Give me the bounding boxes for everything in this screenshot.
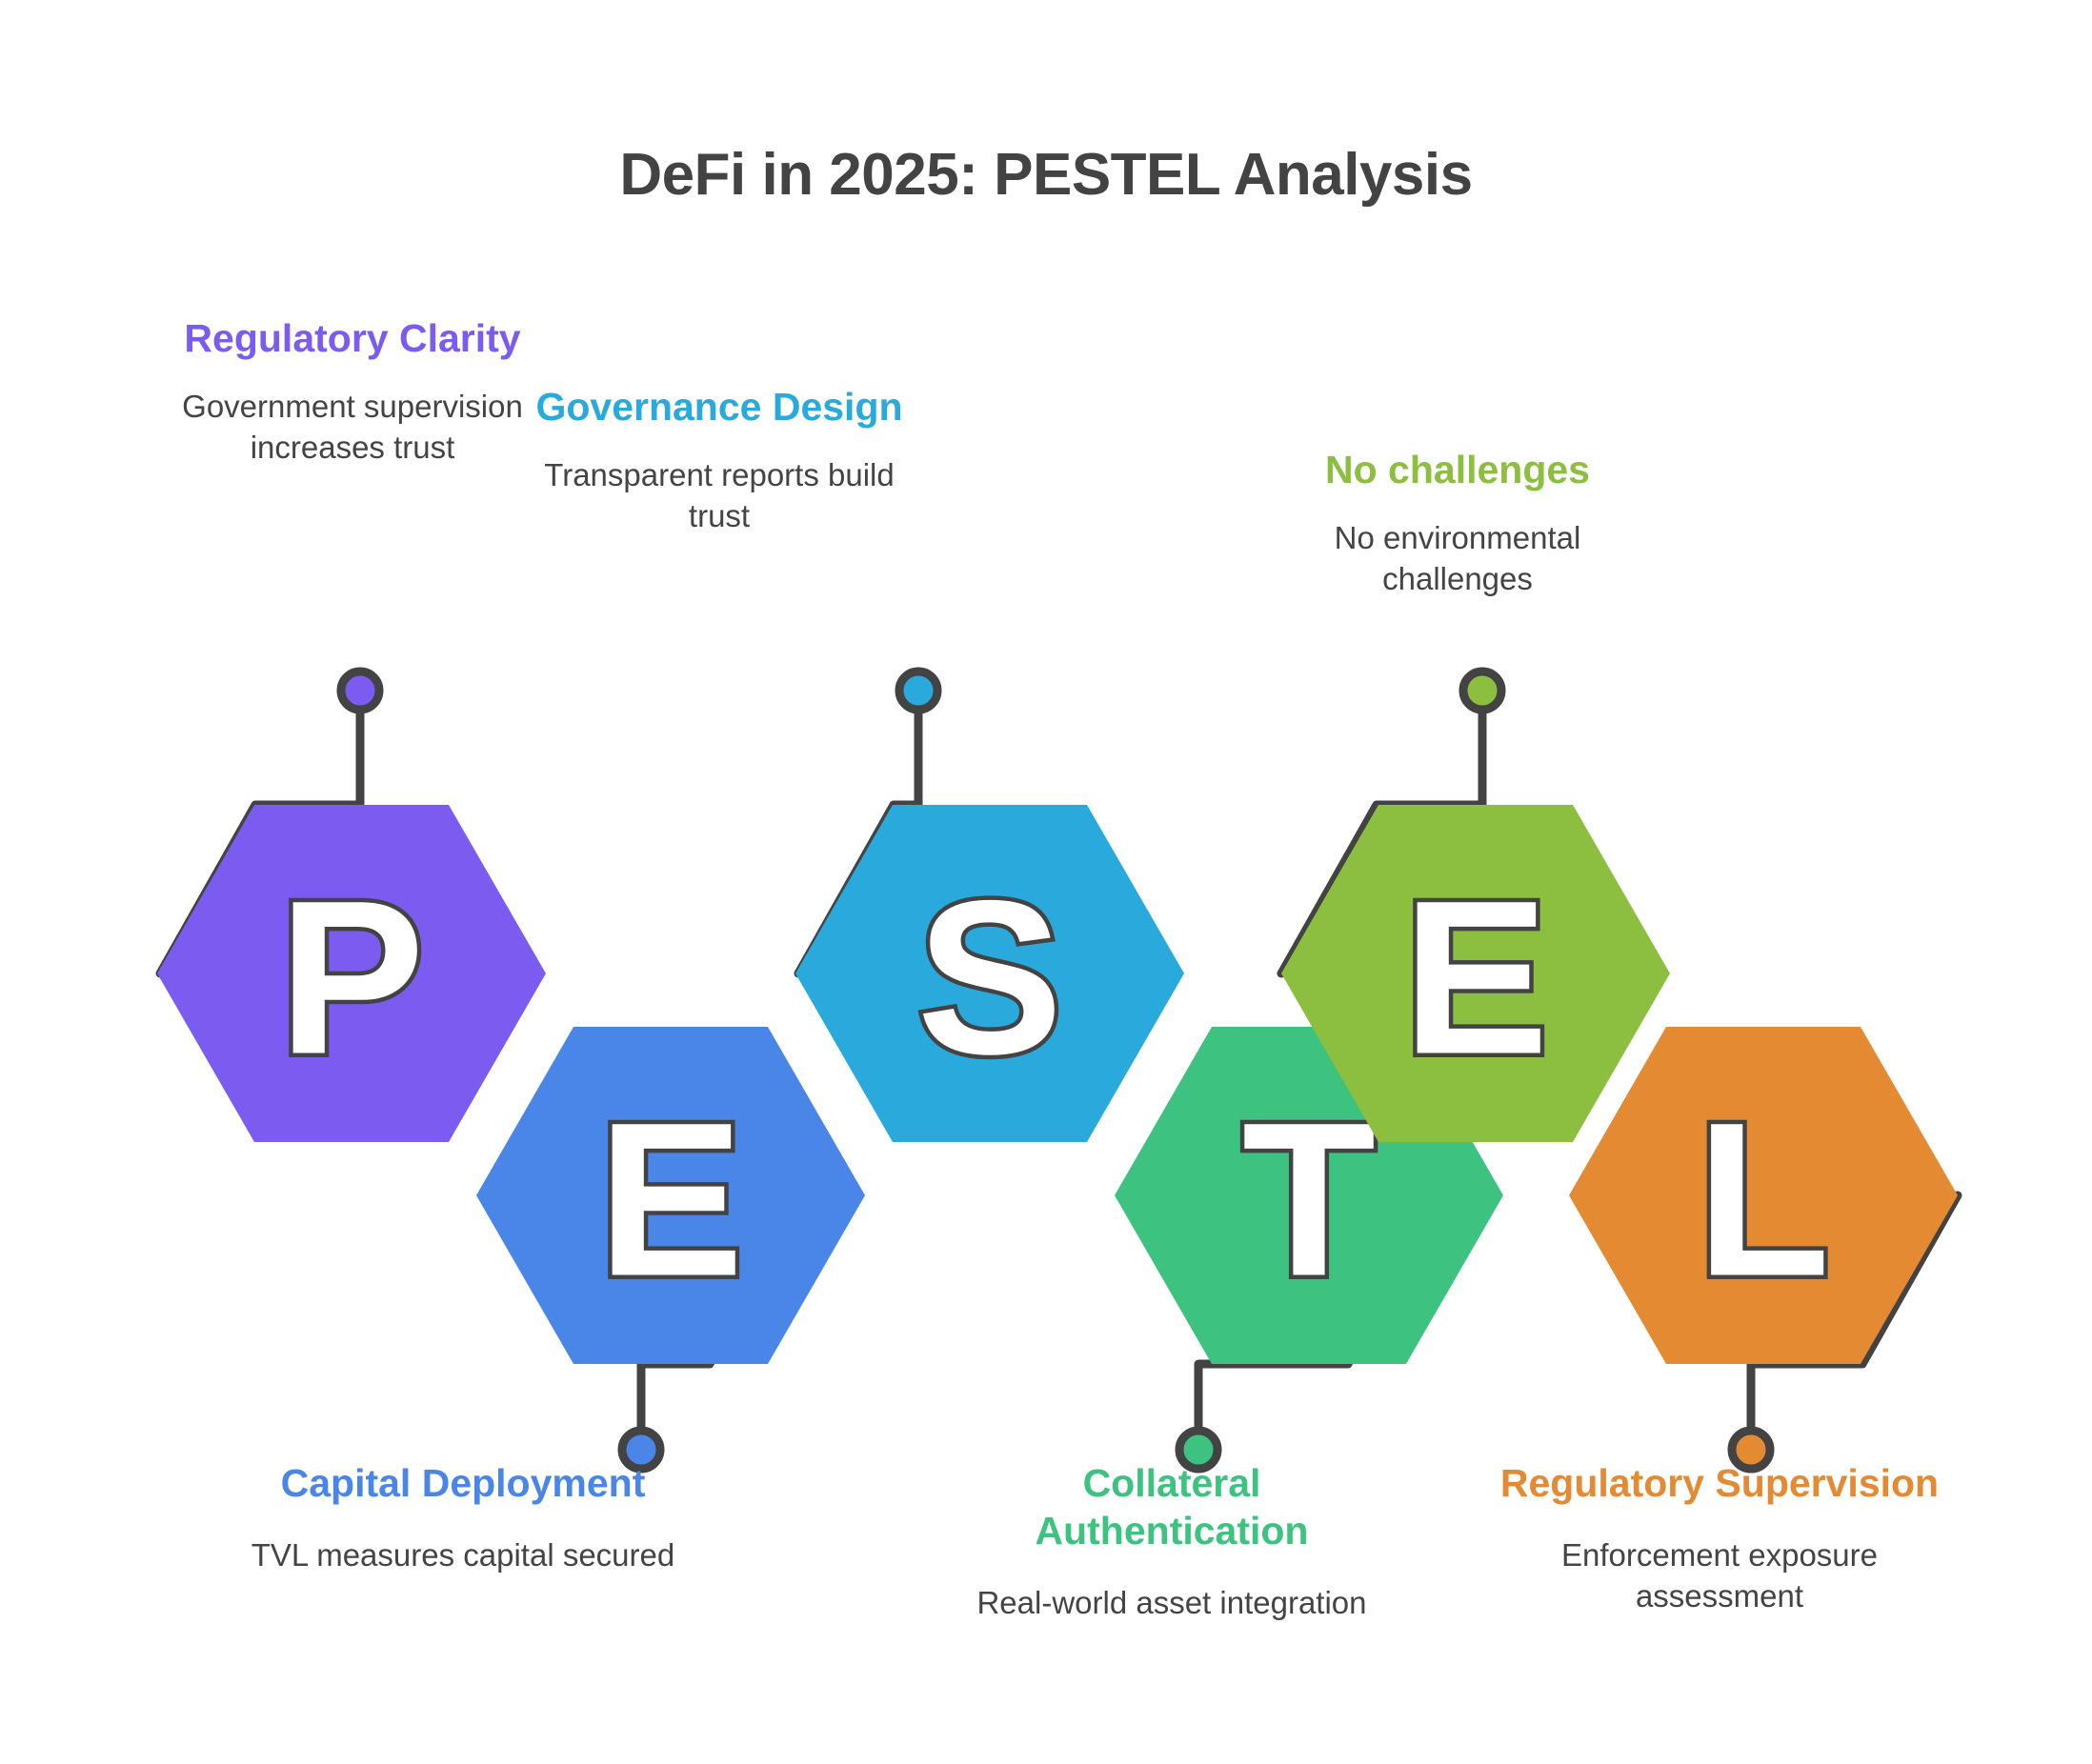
page-title: DeFi in 2025: PESTEL Analysis bbox=[619, 142, 1473, 208]
hexagon-legal[interactable]: L bbox=[1569, 1027, 1958, 1364]
label-description-economic: TVL measures capital secured bbox=[251, 1537, 675, 1574]
hexagon-political-shape bbox=[157, 805, 546, 1142]
connector-dots bbox=[336, 667, 1775, 1473]
label-group-environmental: No challenges No environmental challenge… bbox=[1257, 446, 1658, 600]
label-group-legal: Regulatory Supervision Enforcement expos… bbox=[1496, 1459, 1943, 1617]
hexagon-environmental[interactable]: E bbox=[1281, 805, 1670, 1142]
hexagon-letter-environmental: E bbox=[1402, 855, 1548, 1100]
label-heading-legal: Regulatory Supervision bbox=[1499, 1461, 1940, 1505]
hexagon-economic[interactable]: E bbox=[476, 1027, 865, 1364]
dot-economic[interactable] bbox=[617, 1426, 665, 1473]
dot-legal[interactable] bbox=[1727, 1426, 1775, 1473]
label-description-legal: Enforcement exposure assessment bbox=[1560, 1537, 1878, 1614]
hexagon-legal-shape bbox=[1569, 1027, 1958, 1364]
hexagon-letter-social: S bbox=[916, 855, 1062, 1100]
label-group-economic: Capital Deployment TVL measures capital … bbox=[244, 1459, 682, 1576]
label-group-technological: Collateral Authentication Real-world ass… bbox=[962, 1459, 1381, 1624]
dot-environmental[interactable] bbox=[1458, 667, 1506, 714]
label-group-social: Governance Design Transparent reports bu… bbox=[514, 383, 924, 537]
label-heading-economic: Capital Deployment bbox=[280, 1461, 646, 1505]
label-heading-environmental: No challenges bbox=[1325, 448, 1590, 491]
hexagon-social-shape bbox=[795, 805, 1184, 1142]
hexagon-letter-economic: E bbox=[597, 1077, 743, 1322]
hexagon-letter-technological: T bbox=[1242, 1077, 1377, 1322]
label-description-political: Government supervision increases trust bbox=[182, 389, 523, 465]
dot-social[interactable] bbox=[895, 667, 942, 714]
label-description-technological: Real-world asset integration bbox=[976, 1585, 1367, 1621]
hexagon-economic-shape bbox=[476, 1027, 865, 1364]
label-description-social: Transparent reports build trust bbox=[544, 457, 895, 533]
dot-political[interactable] bbox=[336, 667, 384, 714]
hexagon-environmental-shape bbox=[1281, 805, 1670, 1142]
label-heading-technological: Collateral Authentication bbox=[1035, 1461, 1309, 1554]
label-description-environmental: No environmental challenges bbox=[1334, 520, 1581, 596]
hexagon-letter-political: P bbox=[278, 855, 424, 1100]
label-heading-social: Governance Design bbox=[535, 385, 903, 429]
hexagon-political[interactable]: P bbox=[157, 805, 546, 1142]
hexagon-social[interactable]: S bbox=[795, 805, 1184, 1142]
hexagon-letter-legal: L bbox=[1697, 1077, 1831, 1322]
label-heading-political: Regulatory Clarity bbox=[184, 316, 521, 360]
dot-technological[interactable] bbox=[1175, 1426, 1222, 1473]
label-group-political: Regulatory Clarity Government supervisio… bbox=[133, 314, 572, 469]
